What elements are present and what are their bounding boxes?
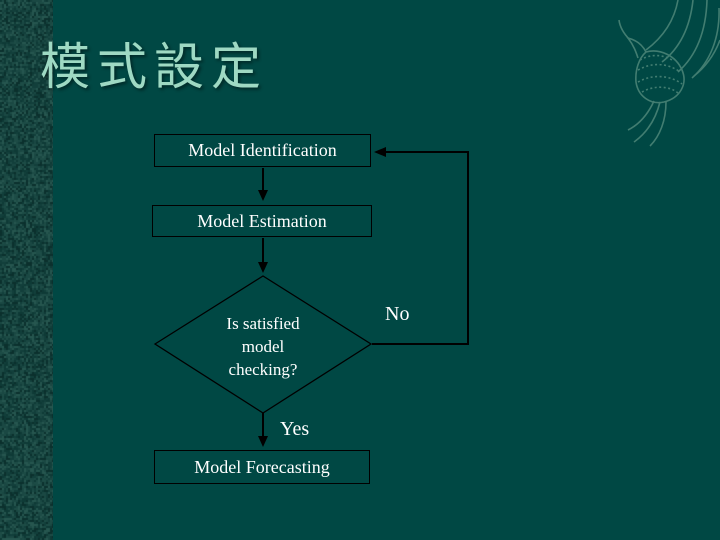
node-label: Model Estimation: [197, 210, 327, 231]
node-label: Model Identification: [188, 140, 337, 160]
node-model-checking-shape: [153, 275, 373, 414]
arrowhead-down-icon: [258, 262, 268, 273]
slide-title: 模式設定: [40, 39, 268, 95]
left-texture-strip: [0, 0, 53, 540]
arrowhead-down-icon: [258, 436, 268, 447]
ornament-feathers: [637, 63, 681, 73]
ornament-bird-body: [635, 50, 685, 104]
ornament-tail: [627, 100, 655, 131]
ornament-tail: [649, 101, 667, 147]
diamond-text-line: checking?: [228, 360, 298, 379]
ornament-feathers: [637, 75, 683, 85]
ornament-tail: [633, 101, 661, 143]
edge-label-no: No: [385, 303, 410, 325]
node-model-forecasting: Model Forecasting: [154, 450, 370, 484]
ornament-bird-crest: [618, 19, 631, 41]
arrowhead-down-icon: [258, 190, 268, 201]
arrowhead-left-icon: [374, 147, 386, 157]
ornament-ribbon: [693, 39, 720, 77]
node-model-estimation: Model Estimation: [152, 205, 372, 237]
ornament-ribbon: [645, 0, 679, 51]
edge-label-yes: Yes: [280, 418, 310, 440]
phoenix-bird-ornament: [618, 0, 720, 147]
node-model-checking-label: Is satisfied model checking?: [173, 312, 353, 381]
edge-no-feedback-loop: [372, 151, 469, 345]
ornament-ribbon: [677, 0, 708, 73]
diamond-text-line: Is satisfied: [226, 314, 300, 333]
diamond-text-line: model: [241, 337, 285, 356]
node-model-identification: Model Identification: [154, 134, 371, 167]
node-label: Model Forecasting: [194, 456, 330, 477]
